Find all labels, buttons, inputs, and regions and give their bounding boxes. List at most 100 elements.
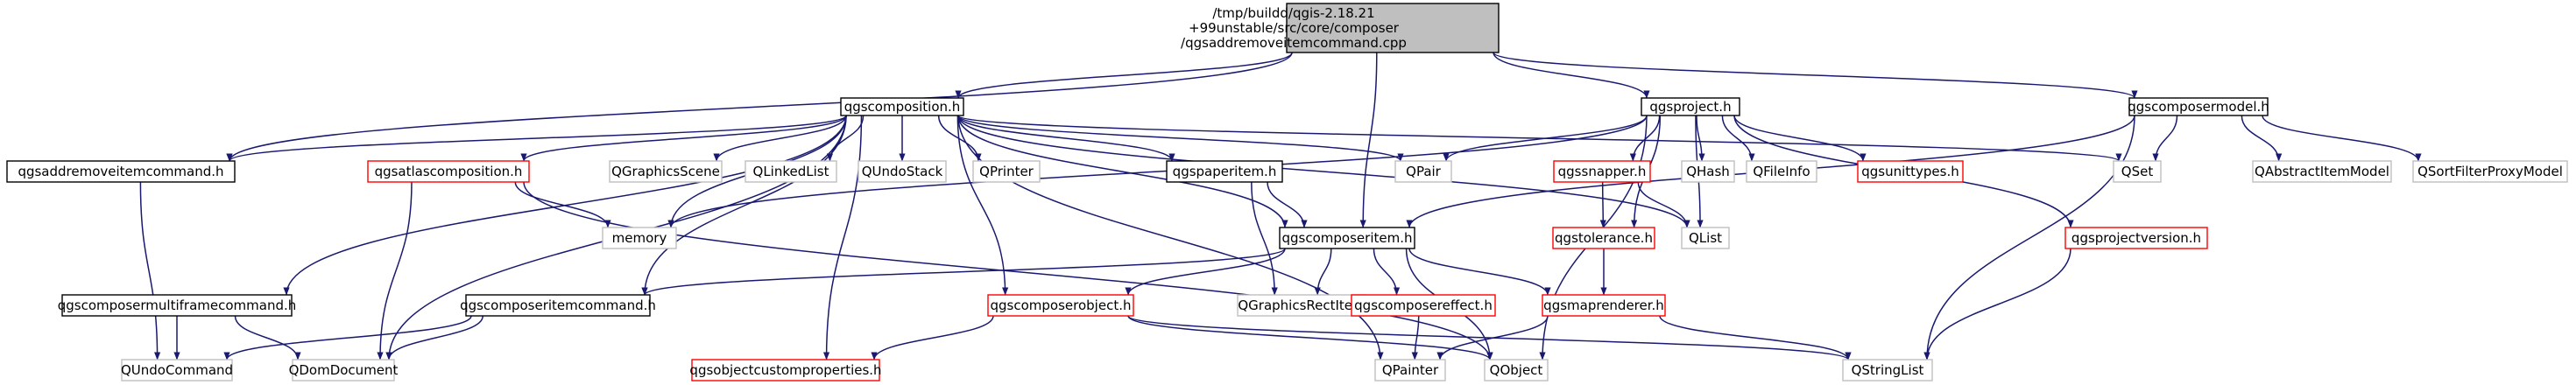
node-qundostack[interactable]: QUndoStack [857, 160, 947, 183]
node-qgspaperitem-h[interactable]: qgspaperitem.h [1166, 160, 1283, 183]
node-label-qgscomposerobject-h: qgscomposerobject.h [991, 298, 1132, 313]
node-qundocommand[interactable]: QUndoCommand [121, 359, 233, 382]
node-qstringlist[interactable]: QStringList [1842, 359, 1933, 382]
node-qgscomposition-h[interactable]: qgscomposition.h [840, 97, 964, 116]
node-qhash[interactable]: QHash [1681, 160, 1735, 183]
node-label-qundostack: QUndoStack [862, 164, 943, 179]
node-qgscomposereffect-h[interactable]: qgscomposereffect.h [1351, 294, 1496, 317]
node-label-qset: QSet [2121, 164, 2154, 179]
node-box-qprinter [972, 160, 1041, 183]
node-qset[interactable]: QSet [2113, 160, 2162, 183]
node-qgraphicsrectitem[interactable]: QGraphicsRectItem [1237, 294, 1366, 317]
node-label-qgstolerance-h: qgstolerance.h [1555, 230, 1653, 246]
edge-qgscomposermultiframecommand-h-to-qdomdocument [234, 315, 301, 360]
node-box-root [1286, 3, 1500, 53]
edge-qgsatlascomposition-h-to-qdomdocument [377, 181, 413, 360]
edge-qgsaddremoveitemcommand-h-to-qundocommand [139, 181, 161, 360]
node-box-qabstractitemmodel [2252, 160, 2392, 183]
node-qgsproject-h[interactable]: qgsproject.h [1641, 97, 1740, 116]
node-qgsobjectcustomproperties-h[interactable]: qgsobjectcustomproperties.h [689, 359, 882, 382]
node-qpair[interactable]: QPair [1394, 160, 1452, 183]
edge-qgscomposermodel-h-to-qsortfilterproxymodel [2262, 115, 2422, 162]
edge-qgsproject-h-to-qhash [1696, 115, 1705, 162]
node-qgraphicsscene[interactable]: QGraphicsScene [609, 160, 723, 183]
node-root[interactable]: /tmp/buildd/qgis-2.18.21+99unstable/src/… [1181, 3, 1500, 53]
edge-qgscomposeritem-h-to-qgscomposeritemcommand-h [641, 248, 1286, 296]
node-label-qgsobjectcustomproperties-h: qgsobjectcustomproperties.h [689, 362, 881, 378]
node-qgssnapper-h[interactable]: qgssnapper.h [1553, 160, 1651, 183]
node-memory[interactable]: memory [602, 227, 677, 249]
node-qabstractitemmodel[interactable]: QAbstractItemModel [2252, 160, 2392, 183]
node-label-qgscomposermodel-h: qgscomposermodel.h [2128, 99, 2269, 115]
node-qgscomposerobject-h[interactable]: qgscomposerobject.h [987, 294, 1134, 317]
node-box-qgscomposerobject-h [987, 294, 1134, 317]
edge-qgscomposereffect-h-to-qpainter [1411, 315, 1420, 360]
file-nodes: /tmp/buildd/qgis-2.18.21+99unstable/src/… [6, 3, 2568, 382]
edge-qgscomposeritem-h-to-qgsmaprenderer-h [1408, 248, 1551, 296]
node-qgsmaprenderer-h[interactable]: qgsmaprenderer.h [1542, 294, 1666, 317]
node-qpainter[interactable]: QPainter [1374, 359, 1446, 382]
edge-qgsatlascomposition-h-to-qobject [523, 181, 1493, 360]
node-box-qpair [1394, 160, 1452, 183]
node-label-qgsmaprenderer-h: qgsmaprenderer.h [1543, 298, 1664, 313]
node-box-qgsprojectversion-h [2064, 227, 2208, 249]
node-box-qlinkedlist [745, 160, 837, 183]
node-label-qlist: QList [1689, 230, 1722, 246]
node-box-qgsaddremoveitemcommand-h [6, 160, 236, 183]
node-qgsaddremoveitemcommand-h[interactable]: qgsaddremoveitemcommand.h [6, 160, 236, 183]
node-label-qgscomposermultiframecommand-h: qgscomposermultiframecommand.h [58, 298, 297, 313]
node-label-root: /qgsaddremoveitemcommand.cpp [1181, 35, 1407, 51]
edge-qgsproject-h-to-qpair [1443, 115, 1648, 162]
edge-qgsproject-h-to-qfileinfo [1721, 115, 1755, 162]
node-label-qfileinfo: QFileInfo [1753, 164, 1810, 179]
edge-qgscomposermodel-h-to-qabstractitemmodel [2241, 115, 2283, 162]
node-label-qgsproject-h: qgsproject.h [1649, 99, 1731, 115]
node-label-qlinkedlist: QLinkedList [753, 164, 829, 179]
node-box-memory [602, 227, 677, 249]
node-box-qgsobjectcustomproperties-h [691, 359, 880, 382]
node-qsortfilterproxymodel[interactable]: QSortFilterProxyModel [2412, 160, 2568, 183]
node-qgsatlascomposition-h[interactable]: qgsatlascomposition.h [367, 160, 530, 183]
node-label-root: +99unstable/src/core/composer [1189, 20, 1400, 36]
node-label-qgsprojectversion-h: qgsprojectversion.h [2071, 230, 2201, 246]
node-box-qgstolerance-h [1552, 227, 1655, 249]
node-label-qgspaperitem-h: qgspaperitem.h [1173, 164, 1277, 179]
node-box-qsortfilterproxymodel [2412, 160, 2568, 183]
node-qobject[interactable]: QObject [1484, 359, 1549, 382]
edge-root-to-qgscomposeritem-h [1359, 52, 1378, 228]
node-qprinter[interactable]: QPrinter [972, 160, 1041, 183]
node-box-qgscomposeritem-h [1279, 227, 1415, 249]
node-qgscomposeritemcommand-h[interactable]: qgscomposeritemcommand.h [460, 294, 656, 317]
node-qgstolerance-h[interactable]: qgstolerance.h [1552, 227, 1655, 249]
node-qlinkedlist[interactable]: QLinkedList [745, 160, 837, 183]
node-qgscomposeritem-h[interactable]: qgscomposeritem.h [1279, 227, 1415, 249]
edge-qgsmaprenderer-h-to-qpainter [1436, 315, 1549, 360]
node-box-qgscomposeritemcommand-h [465, 294, 651, 317]
node-qfileinfo[interactable]: QFileInfo [1746, 160, 1817, 183]
edge-qgsproject-h-to-qgssnapper-h [1629, 115, 1661, 162]
node-qgsprojectversion-h[interactable]: qgsprojectversion.h [2064, 227, 2208, 249]
node-box-qgssnapper-h [1553, 160, 1651, 183]
node-label-qhash: QHash [1686, 164, 1730, 179]
edge-qgscomposermodel-h-to-qset [2152, 115, 2178, 162]
node-box-qgraphicsrectitem [1237, 294, 1366, 317]
edge-qgsproject-h-to-qgsunittypes-h [1733, 115, 1867, 162]
node-qgscomposermultiframecommand-h[interactable]: qgscomposermultiframecommand.h [58, 294, 297, 317]
node-label-qabstractitemmodel: QAbstractItemModel [2255, 164, 2389, 179]
node-box-qpainter [1374, 359, 1446, 382]
node-qlist[interactable]: QList [1681, 227, 1730, 249]
node-qgscomposermodel-h[interactable]: qgscomposermodel.h [2128, 97, 2269, 116]
edge-qgsprojectversion-h-to-qstringlist [1923, 248, 2071, 360]
node-box-qgspaperitem-h [1166, 160, 1283, 183]
edge-qgspaperitem-h-to-qgscomposeritem-h [1267, 181, 1308, 228]
node-qdomdocument[interactable]: QDomDocument [289, 359, 399, 382]
edge-qgscomposition-h-to-qset [957, 115, 2122, 162]
edge-qgscomposeritem-h-to-qgraphicsrectitem [1314, 248, 1332, 296]
node-box-qgsmaprenderer-h [1542, 294, 1666, 317]
node-label-qpainter: QPainter [1382, 362, 1439, 378]
node-label-qgraphicsrectitem: QGraphicsRectItem [1238, 298, 1365, 313]
node-qgsunittypes-h[interactable]: qgsunittypes.h [1857, 160, 1964, 183]
node-box-qundocommand [121, 359, 233, 382]
node-box-qgscomposereffect-h [1351, 294, 1496, 317]
node-label-qdomdocument: QDomDocument [289, 362, 399, 378]
